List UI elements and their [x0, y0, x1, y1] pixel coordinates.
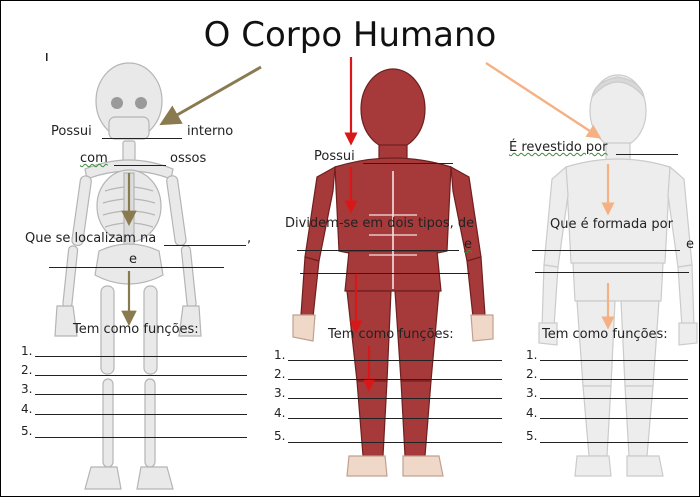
muscles-number-2: 2. [274, 367, 285, 381]
muscles-functions-label: Tem como funções: [328, 327, 454, 342]
muscles-blank-2[interactable] [297, 250, 459, 251]
skin-number-5: 5. [526, 429, 537, 443]
muscles-line2: Dividem-se em dois tipos, de [285, 216, 474, 231]
skeleton-line2-suffix: ossos [170, 151, 206, 166]
skin-number-3: 3. [526, 386, 537, 400]
muscles-blank-1[interactable] [363, 163, 453, 164]
muscles-blank-3[interactable] [300, 273, 470, 274]
skin-number-4: 4. [526, 406, 537, 420]
muscles-number-1: 1. [274, 348, 285, 362]
skeleton-blank-1[interactable] [102, 138, 182, 139]
muscles-line3-e: e [464, 237, 472, 252]
skeleton-blank-2[interactable] [114, 165, 166, 166]
skeleton-answer-line-5[interactable] [35, 437, 247, 438]
skeleton-blank-3[interactable] [164, 245, 246, 246]
skeleton-functions-label: Tem como funções: [73, 322, 199, 337]
muscles-answer-line-2[interactable] [288, 379, 502, 380]
arrow-title-to-skeleton [163, 67, 261, 123]
skin-line1-prefix: É revestido por [509, 140, 607, 155]
muscles-answer-line-3[interactable] [288, 398, 502, 399]
skin-answer-line-2[interactable] [540, 379, 688, 380]
skin-line2: Que é formada por [550, 217, 673, 232]
skeleton-number-3: 3. [21, 382, 32, 396]
skin-functions-label: Tem como funções: [542, 327, 668, 342]
skeleton-line1-prefix: Possui [51, 124, 92, 139]
skeleton-line2-prefix: com [80, 151, 108, 166]
skeleton-line4-e: e [129, 252, 137, 267]
skin-answer-line-3[interactable] [540, 398, 688, 399]
skin-number-1: 1. [526, 348, 537, 362]
skin-number-2: 2. [526, 367, 537, 381]
skeleton-number-2: 2. [21, 363, 32, 377]
muscles-line1-prefix: Possui [314, 149, 355, 164]
skeleton-line1-suffix: interno [187, 124, 233, 139]
muscles-number-4: 4. [274, 406, 285, 420]
arrow-title-to-skin [486, 63, 599, 137]
skin-blank-1[interactable] [616, 154, 678, 155]
skin-answer-line-4[interactable] [540, 418, 688, 419]
skeleton-line3-suffix: , [247, 231, 251, 246]
human-body-skin-illustration [539, 75, 697, 476]
muscles-answer-line-4[interactable] [288, 418, 502, 419]
muscles-answer-line-5[interactable] [288, 442, 502, 443]
skeleton-number-4: 4. [21, 402, 32, 416]
skin-line3-e: e [686, 237, 694, 252]
muscles-answer-line-1[interactable] [288, 360, 502, 361]
skeleton-line3-prefix: Que se localizam na [25, 231, 156, 246]
skeleton-number-1: 1. [21, 344, 32, 358]
skeleton-number-5: 5. [21, 424, 32, 438]
muscles-number-5: 5. [274, 429, 285, 443]
skin-blank-2[interactable] [532, 250, 680, 251]
skeleton-answer-line-4[interactable] [35, 414, 247, 415]
skeleton-answer-line-2[interactable] [35, 375, 247, 376]
skin-answer-line-5[interactable] [540, 442, 688, 443]
skeleton-answer-line-1[interactable] [35, 356, 247, 357]
page-title: O Corpo Humano [1, 15, 699, 55]
skeleton-blank-4[interactable] [49, 267, 224, 268]
skeleton-answer-line-3[interactable] [35, 394, 247, 395]
muscles-number-3: 3. [274, 386, 285, 400]
skin-blank-3[interactable] [535, 272, 689, 273]
skin-answer-line-1[interactable] [540, 360, 688, 361]
